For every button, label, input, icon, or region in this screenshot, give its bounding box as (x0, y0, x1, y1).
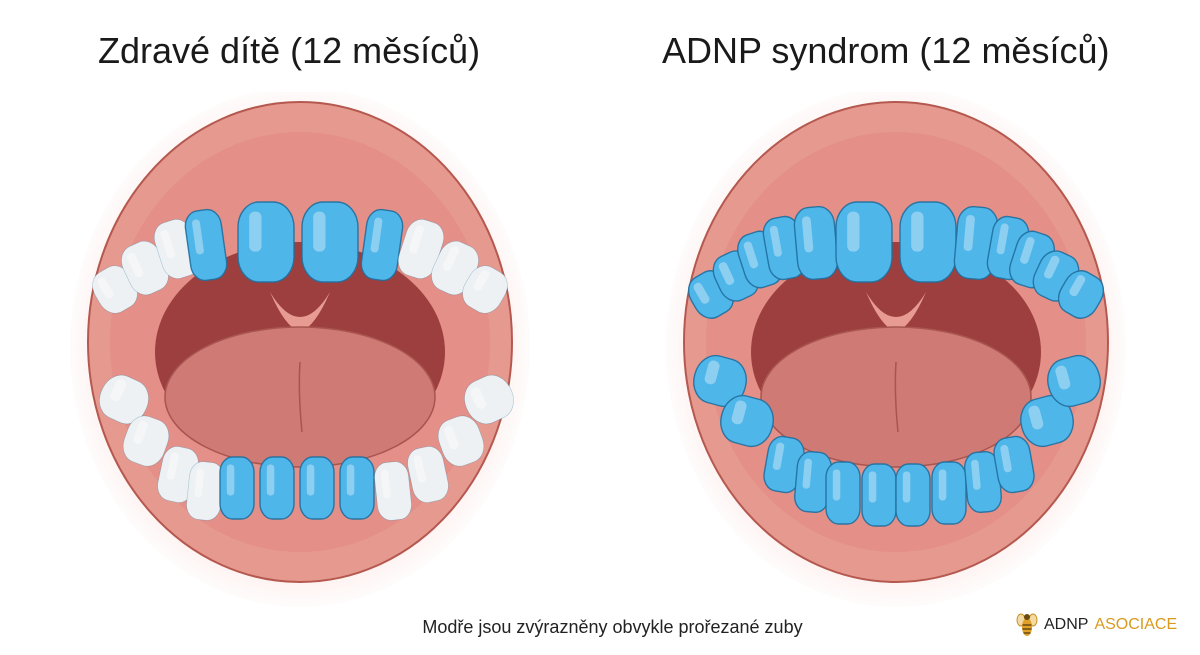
upper-tooth (301, 201, 359, 283)
lower-tooth (895, 463, 931, 527)
upper-tooth (121, 240, 169, 296)
uvula (866, 292, 926, 332)
upper-tooth (92, 265, 138, 314)
lower-tooth (186, 461, 224, 521)
upper-tooth (237, 201, 295, 283)
upper-tooth (462, 265, 508, 314)
lower-tooth (464, 374, 514, 425)
lower-teeth (693, 354, 1101, 527)
title-adnp-syndrome: ADNP syndrom (12 měsíců) (662, 30, 1110, 71)
lower-tooth (693, 354, 747, 408)
lower-teeth (99, 374, 514, 521)
logo-suffix: ASOCIACE (1094, 616, 1178, 633)
mouth-adnp-svg (666, 92, 1126, 607)
bee-icon (1016, 613, 1038, 636)
upper-tooth (835, 201, 893, 283)
lower-tooth (374, 461, 412, 521)
uvula (270, 292, 330, 332)
tongue-line (894, 361, 899, 433)
title-healthy-child: Zdravé dítě (12 měsíců) (98, 30, 481, 71)
lower-tooth (720, 394, 774, 448)
upper-teeth (92, 201, 508, 314)
lower-tooth (122, 415, 170, 467)
mouth-illustration-adnp (666, 92, 1126, 612)
tongue-line (298, 361, 303, 433)
adnp-asociace-logo: ADNP ASOCIACE (1016, 612, 1177, 638)
mouth-illustration-healthy (70, 92, 530, 612)
lower-tooth (964, 451, 1002, 513)
upper-teeth (687, 201, 1105, 319)
upper-tooth (793, 205, 839, 281)
upper-tooth (397, 219, 445, 279)
upper-tooth (184, 208, 228, 282)
lower-tooth (861, 463, 897, 527)
logo-name: ADNP (1044, 616, 1089, 633)
lower-tooth (299, 456, 335, 520)
lower-tooth (763, 435, 805, 494)
caption: Modře jsou zvýrazněny obvykle prořezané … (422, 617, 803, 637)
upper-tooth (1057, 270, 1105, 319)
lower-tooth (993, 435, 1035, 494)
lower-tooth (1047, 354, 1101, 408)
upper-tooth (360, 208, 404, 282)
lower-tooth (825, 461, 861, 525)
lower-tooth (259, 456, 295, 520)
lower-tooth (99, 374, 149, 425)
lower-tooth (339, 456, 375, 520)
lower-tooth (931, 461, 967, 525)
lower-tooth (437, 415, 485, 467)
lower-tooth (219, 456, 255, 520)
mouth-healthy-svg (70, 92, 530, 607)
lower-tooth (407, 446, 449, 503)
upper-tooth (899, 201, 957, 283)
lower-tooth (1020, 394, 1074, 448)
